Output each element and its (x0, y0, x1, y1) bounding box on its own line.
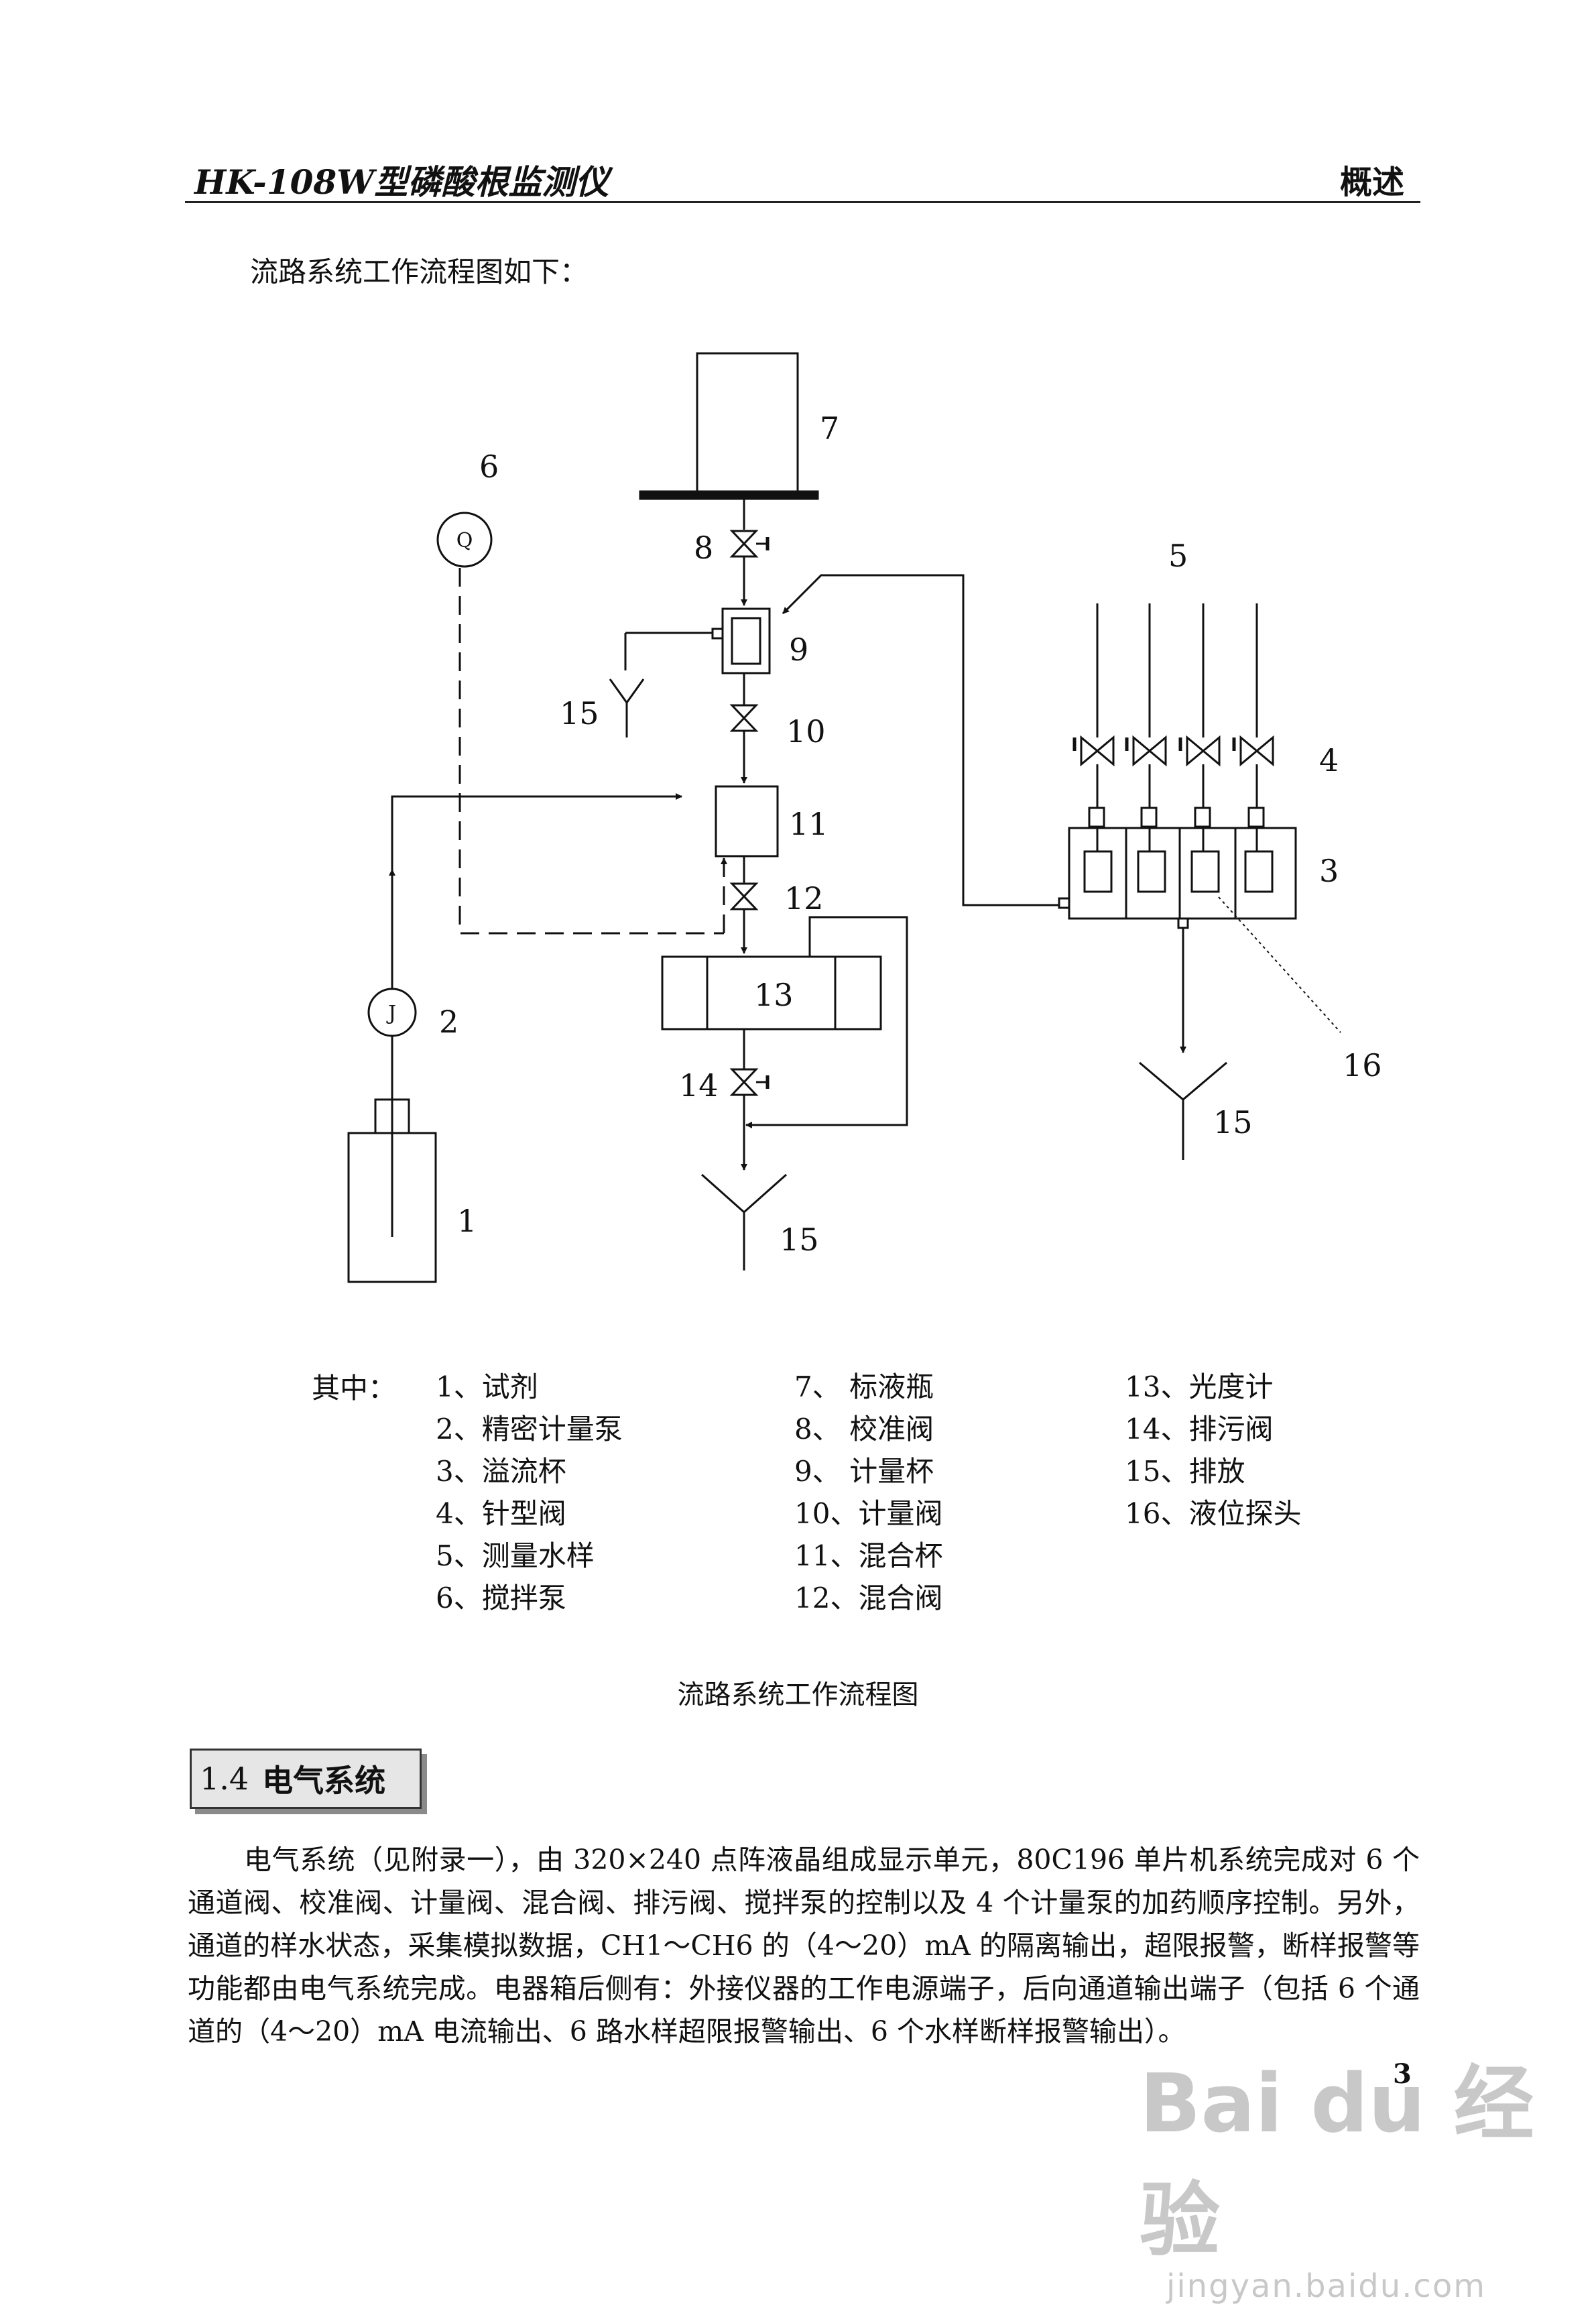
label-9: 9 (789, 632, 808, 668)
label-8: 8 (694, 530, 713, 566)
legend-item: 2、精密计量泵 (436, 1413, 623, 1445)
photometer (661, 955, 882, 1030)
valve-10 (729, 704, 759, 732)
label-13: 13 (754, 977, 794, 1013)
legend-item: 10、计量阀 (794, 1497, 943, 1530)
section-title: 电气系统 (262, 1763, 386, 1799)
legend-item: 6、搅拌泵 (436, 1582, 566, 1614)
metering-cup (721, 607, 771, 674)
watermark: Bai du 经验 jingyan.baidu.com (1140, 2038, 1596, 2305)
needle-valve-1 (1080, 735, 1115, 767)
stirring-pump-q (436, 512, 493, 568)
label-12: 12 (784, 880, 824, 917)
legend-item: 11、混合杯 (794, 1539, 943, 1572)
legend-item: 16、液位探头 (1125, 1497, 1302, 1530)
label-10: 10 (786, 713, 826, 750)
label-15-left: 15 (560, 695, 599, 731)
valve-8 (729, 530, 759, 558)
pump-q-letter: Q (456, 529, 473, 552)
legend-column-1: 1、试剂 2、精密计量泵 3、溢流杯 4、针型阀 5、测量水样 6、搅拌泵 (436, 1366, 623, 1619)
bottle-base (639, 490, 819, 500)
label-4: 4 (1319, 742, 1339, 778)
mixing-cup (715, 785, 779, 858)
legend-item: 3、溢流杯 (436, 1455, 566, 1488)
legend-item: 14、排污阀 (1125, 1413, 1274, 1445)
drain-15-bottom (701, 1173, 787, 1270)
label-5: 5 (1168, 538, 1188, 574)
legend-head: 其中： (312, 1372, 397, 1405)
body-paragraph: 电气系统（见附录一），由 320×240 点阵液晶组成显示单元，80C196 单… (188, 1844, 1420, 2048)
drain-15-right (1139, 1061, 1227, 1160)
legend-item: 5、测量水样 (436, 1539, 595, 1572)
legend-item: 4、针型阀 (436, 1497, 566, 1530)
label-6: 6 (479, 449, 499, 485)
header-rule (185, 201, 1420, 203)
label-11: 11 (789, 806, 828, 842)
label-15-bottom: 15 (780, 1222, 819, 1258)
overflow-cups (1068, 827, 1297, 920)
legend-item: 15、排放 (1125, 1455, 1245, 1488)
figure-caption: 流路系统工作流程图 (677, 1679, 919, 1710)
legend-item: 12、混合阀 (794, 1582, 943, 1614)
legend-item: 9、 计量杯 (794, 1455, 934, 1488)
needle-valve-3 (1186, 735, 1221, 767)
standard-bottle (696, 352, 799, 494)
label-7: 7 (820, 410, 839, 447)
valve-14 (729, 1068, 759, 1096)
label-14: 14 (679, 1067, 719, 1104)
legend-item: 7、 标液瓶 (794, 1370, 934, 1403)
watermark-brand: Bai du 经验 (1140, 2058, 1534, 2267)
page-number: 3 (1393, 2058, 1412, 2090)
watermark-url: jingyan.baidu.com (1166, 2267, 1486, 2305)
intro-text: 流路系统工作流程图如下： (250, 255, 589, 288)
label-1: 1 (457, 1203, 477, 1239)
pump-j-letter: J (386, 1002, 396, 1025)
label-15-right: 15 (1213, 1104, 1253, 1140)
section-heading: 1.4 电气系统 (190, 1749, 422, 1809)
probe-pointer (1218, 896, 1341, 1033)
header-title: HK-108W型磷酸根监测仪 (194, 162, 609, 202)
legend-item: 13、光度计 (1125, 1370, 1274, 1403)
valve-12 (729, 882, 759, 910)
flow-diagram: 7 6 8 5 9 15 10 4 11 3 12 13 2 16 14 15 … (347, 352, 1382, 1283)
legend-item: 1、试剂 (436, 1370, 538, 1403)
drain-15-left (609, 678, 645, 737)
label-3: 3 (1319, 853, 1339, 889)
needle-valve-4 (1239, 735, 1274, 767)
metering-pump-j (367, 988, 417, 1037)
legend-column-2: 7、 标液瓶 8、 校准阀 9、 计量杯 10、计量阀 11、混合杯 12、混合… (794, 1366, 942, 1619)
section-number: 1.4 (200, 1761, 249, 1797)
needle-valve-2 (1132, 735, 1167, 767)
legend-item: 8、 校准阀 (794, 1413, 934, 1445)
legend-column-3: 13、光度计 14、排污阀 15、排放 16、液位探头 (1125, 1366, 1301, 1535)
label-2: 2 (439, 1004, 458, 1040)
header-section: 概述 (1339, 164, 1404, 201)
label-16: 16 (1343, 1047, 1382, 1083)
